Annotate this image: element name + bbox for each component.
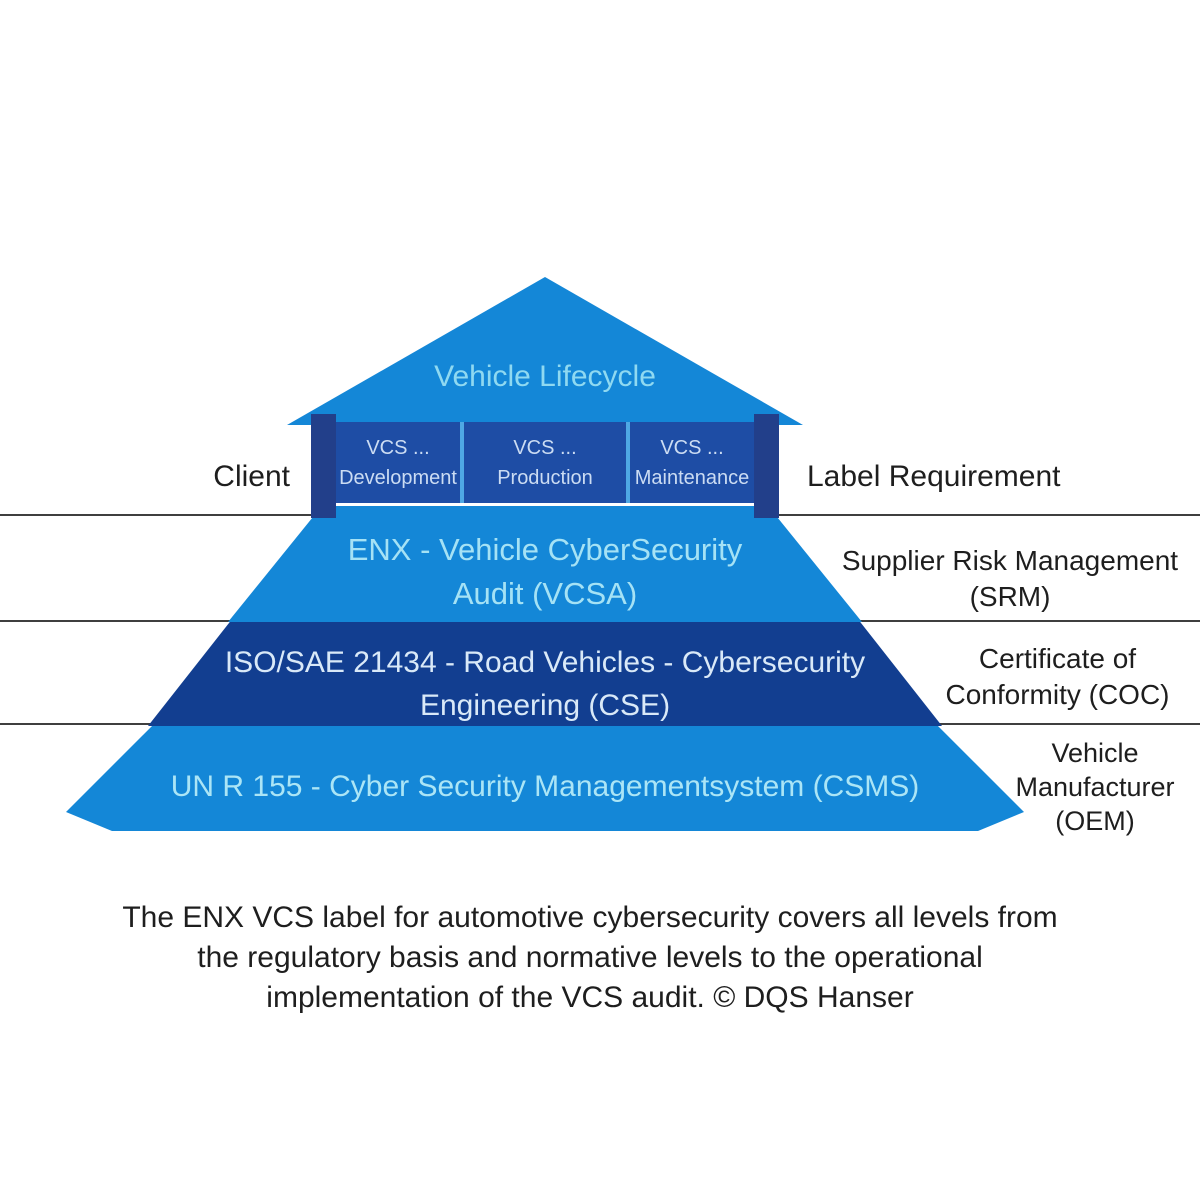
caption-line3: implementation of the VCS audit. © DQS H…: [266, 981, 914, 1014]
vcs-box-development: VCS ... Development: [336, 422, 460, 503]
band-vcsa-trapezoid: [228, 506, 862, 622]
caption-line2: the regulatory basis and normative level…: [197, 941, 983, 974]
label-requirement-label: Label Requirement: [807, 460, 1061, 493]
diagram-caption: The ENX VCS label for automotive cyberse…: [0, 898, 1180, 1018]
oem-side-label: Vehicle Manufacturer (OEM): [1015, 736, 1175, 838]
oem-side-label-line3: (OEM): [1055, 806, 1135, 836]
srm-side-label: Supplier Risk Management (SRM): [830, 543, 1190, 615]
roof-triangle: [287, 277, 803, 425]
left-pillar: [311, 414, 336, 518]
roof-title: Vehicle Lifecycle: [434, 360, 656, 393]
band-un-r155-trapezoid: [66, 726, 1024, 831]
oem-side-label-line2: Manufacturer: [1015, 772, 1175, 802]
vcs-box-maintenance: VCS ... Maintenance: [630, 422, 754, 503]
right-pillar: [754, 414, 779, 518]
band-vcsa-title-line1: ENX - Vehicle CyberSecurity: [347, 532, 743, 567]
coc-side-label-line1: Certificate of: [978, 643, 1137, 674]
band-csms-title: UN R 155 - Cyber Security Managementsyst…: [170, 770, 920, 803]
client-label: Client: [213, 460, 290, 493]
vcs-box-production: VCS ... Production: [464, 422, 626, 503]
vcs-box-development-line1: VCS ...: [366, 436, 430, 459]
band-iso-title-line2: Engineering (CSE): [419, 689, 671, 722]
oem-side-label-line1: Vehicle: [1051, 738, 1139, 768]
band-iso-title-line1: ISO/SAE 21434 - Road Vehicles - Cybersec…: [224, 646, 866, 679]
band-vcsa-title-line2: Audit (VCSA): [452, 576, 638, 611]
vcs-box-row: VCS ... Development VCS ... Production V…: [336, 422, 754, 503]
coc-side-label: Certificate of Conformity (COC): [940, 641, 1175, 713]
vcs-box-maintenance-line1: VCS ...: [660, 436, 724, 459]
vcs-box-production-line2: Production: [497, 466, 593, 489]
caption-line1: The ENX VCS label for automotive cyberse…: [122, 901, 1058, 934]
vcs-box-maintenance-line2: Maintenance: [634, 466, 750, 489]
band-iso-sae-trapezoid: [148, 622, 942, 726]
band-vcsa-title: ENX - Vehicle CyberSecurity Audit (VCSA): [228, 528, 862, 616]
vcs-box-development-line2: Development: [339, 466, 457, 489]
srm-side-label-line1: Supplier Risk Management: [841, 545, 1179, 576]
band-iso-title: ISO/SAE 21434 - Road Vehicles - Cybersec…: [148, 641, 942, 727]
vcs-box-production-line1: VCS ...: [513, 436, 577, 459]
srm-side-label-line2: (SRM): [969, 581, 1051, 612]
coc-side-label-line2: Conformity (COC): [945, 679, 1170, 710]
